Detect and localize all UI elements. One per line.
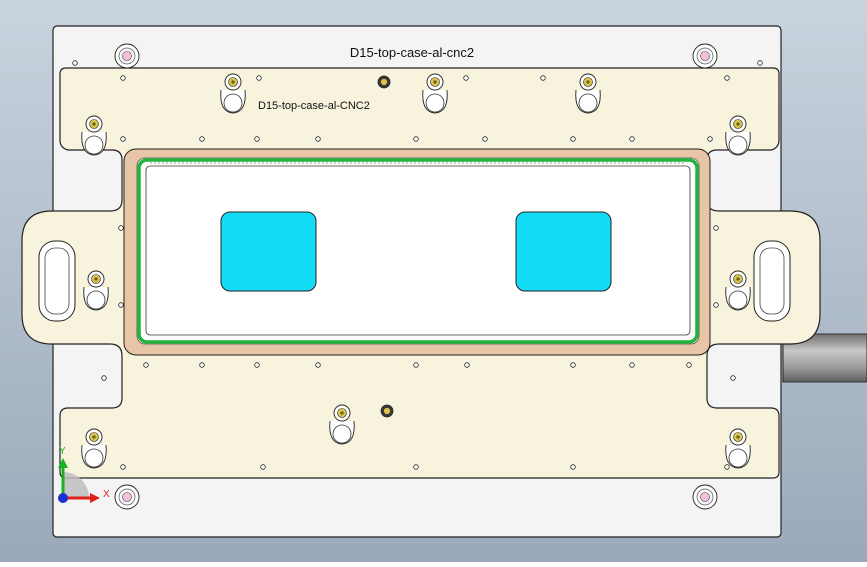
mounting-hole xyxy=(118,225,124,231)
mounting-hole xyxy=(713,225,719,231)
brass-insert-bottom[interactable] xyxy=(380,404,394,418)
x-axis-arrow xyxy=(90,493,100,503)
mounting-hole xyxy=(413,464,419,470)
plate-engraving-label: D15-top-case-al-CNC2 xyxy=(258,100,370,112)
mounting-hole xyxy=(713,302,719,308)
mounting-hole xyxy=(72,60,78,66)
mounting-hole xyxy=(120,75,126,81)
screw-clamp[interactable] xyxy=(81,115,107,156)
screw-clamp[interactable] xyxy=(220,73,246,114)
corner-bushing[interactable] xyxy=(114,43,140,69)
mounting-hole xyxy=(482,136,488,142)
mounting-hole xyxy=(101,375,107,381)
mounting-hole xyxy=(260,464,266,470)
mounting-hole xyxy=(724,75,730,81)
mounting-hole xyxy=(254,362,260,368)
x-axis-label: X xyxy=(103,489,110,500)
mounting-hole xyxy=(540,75,546,81)
screw-clamp[interactable] xyxy=(575,73,601,114)
mounting-hole xyxy=(570,464,576,470)
cyan-window-left[interactable] xyxy=(220,211,317,292)
small-holes xyxy=(72,60,763,470)
screw-clamp[interactable] xyxy=(725,270,751,311)
left-slot-inner xyxy=(44,247,70,315)
right-slot xyxy=(753,240,791,322)
mounting-hole xyxy=(629,362,635,368)
mounting-hole xyxy=(254,136,260,142)
pocket-floor xyxy=(136,157,700,345)
corner-bushing[interactable] xyxy=(692,43,718,69)
part-name-label: D15-top-case-al-cnc2 xyxy=(350,45,474,60)
mounting-hole xyxy=(464,362,470,368)
corner-bushing[interactable] xyxy=(692,484,718,510)
screw-clamp[interactable] xyxy=(422,73,448,114)
corner-bushings xyxy=(114,43,718,510)
mounting-hole xyxy=(199,362,205,368)
screw-clamp[interactable] xyxy=(81,428,107,469)
mounting-hole xyxy=(707,136,713,142)
mounting-hole xyxy=(570,136,576,142)
screw-clamps xyxy=(81,73,751,469)
screw-clamp[interactable] xyxy=(725,428,751,469)
mounting-hole xyxy=(143,362,149,368)
mounting-hole xyxy=(463,75,469,81)
mounting-hole xyxy=(757,60,763,66)
mounting-hole xyxy=(730,375,736,381)
mounting-hole xyxy=(629,136,635,142)
green-gasket[interactable] xyxy=(137,158,699,344)
right-slot-inner xyxy=(759,247,785,315)
screw-clamp[interactable] xyxy=(725,115,751,156)
triad-shadow xyxy=(63,472,89,498)
mounting-hole xyxy=(120,136,126,142)
cyan-window-right[interactable] xyxy=(515,211,612,292)
mounting-hole xyxy=(413,362,419,368)
brass-insert-top[interactable] xyxy=(377,75,391,89)
left-slot xyxy=(38,240,76,322)
mounting-hole xyxy=(199,136,205,142)
gasket-inner-edge xyxy=(145,165,691,336)
y-axis-label: Y xyxy=(59,446,66,457)
z-axis-dot xyxy=(58,493,68,503)
mounting-hole xyxy=(686,362,692,368)
y-axis-arrow xyxy=(58,458,68,468)
screw-clamp[interactable] xyxy=(329,404,355,445)
screw-clamp[interactable] xyxy=(83,270,109,311)
mounting-hole xyxy=(118,302,124,308)
mounting-hole xyxy=(570,362,576,368)
mounting-hole xyxy=(120,464,126,470)
corner-bushing[interactable] xyxy=(114,484,140,510)
mounting-hole xyxy=(256,75,262,81)
mounting-hole xyxy=(315,362,321,368)
mounting-hole xyxy=(413,136,419,142)
mounting-hole xyxy=(315,136,321,142)
coordinate-triad: Y X xyxy=(58,446,110,503)
mounting-hole xyxy=(724,464,730,470)
